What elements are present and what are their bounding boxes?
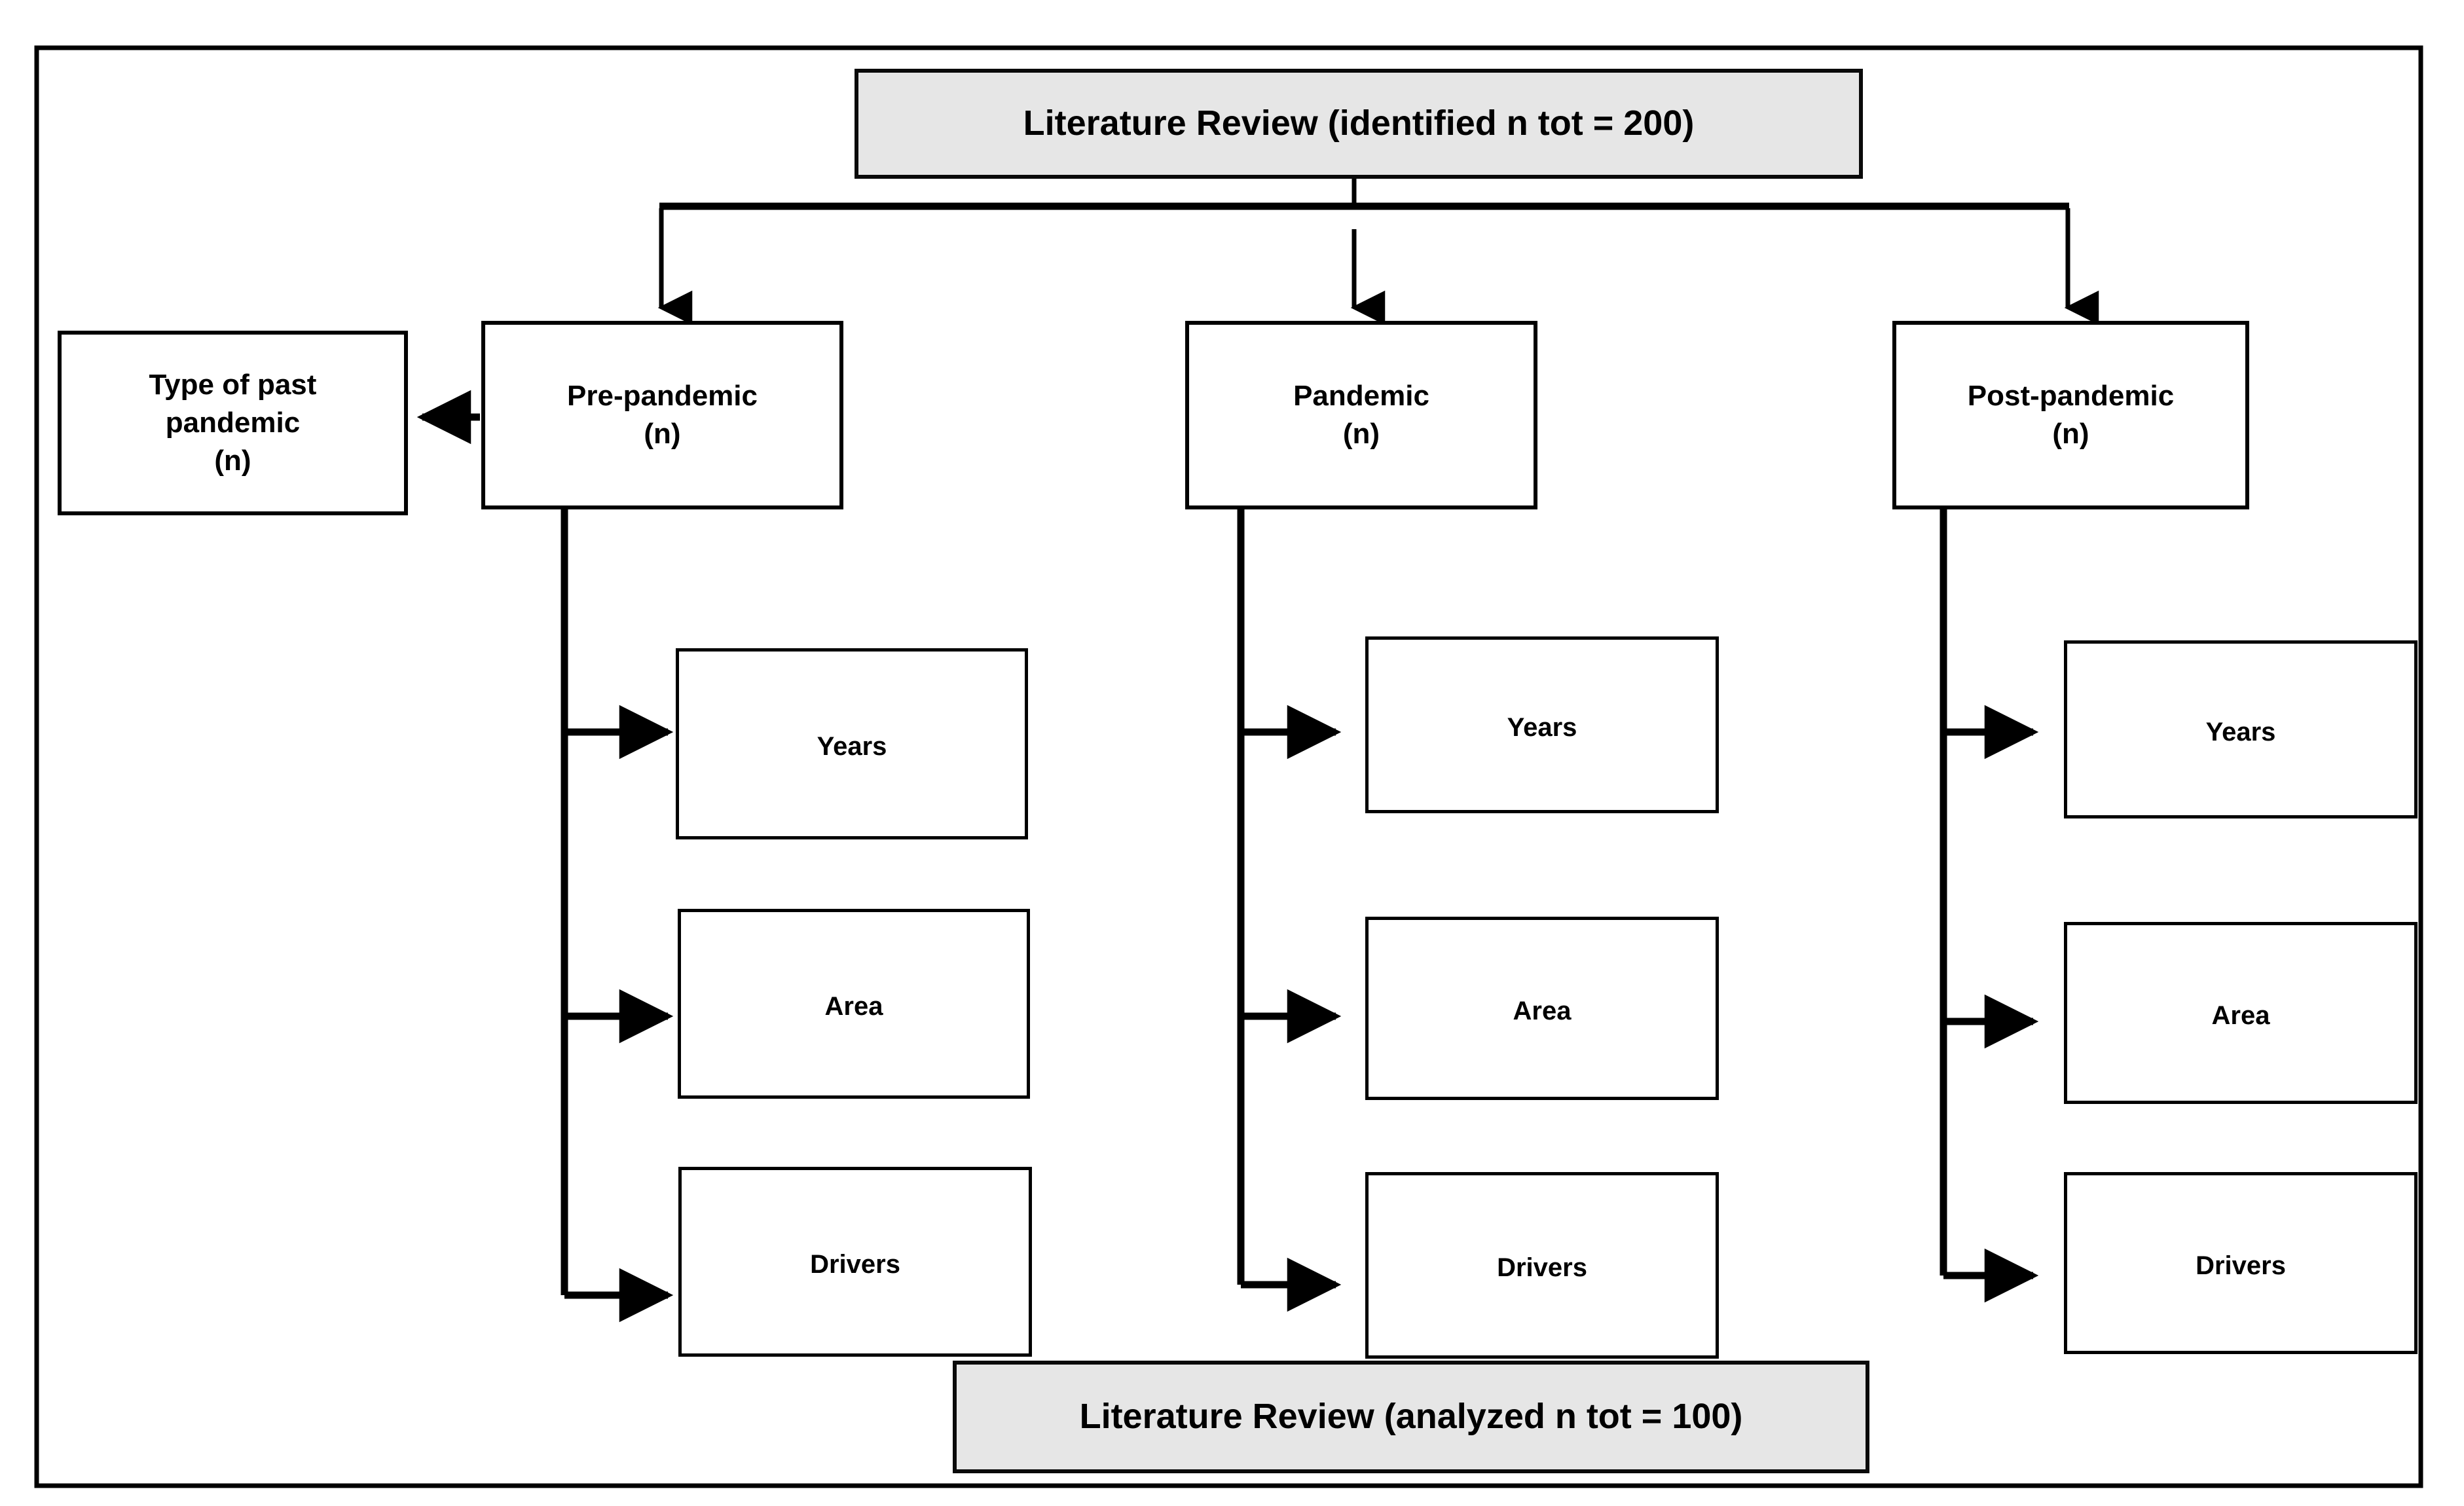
- facet-label-pandemic-drivers: Drivers: [1497, 1253, 1587, 1283]
- facet-label-pandemic-years: Years: [1507, 712, 1577, 742]
- facet-label-pandemic-area: Area: [1513, 996, 1572, 1025]
- facet-node-pandemic-years: Years: [1365, 636, 1719, 813]
- figure-outer-frame: [34, 45, 2423, 1488]
- facet-node-pandemic-drivers: Drivers: [1365, 1172, 1719, 1359]
- facet-node-post-pandemic-drivers: Drivers: [2064, 1172, 2418, 1354]
- facet-node-post-pandemic-area: Area: [2064, 922, 2418, 1104]
- top-banner-label: Literature Review (identified n tot = 20…: [1023, 103, 1695, 143]
- top-banner-node: Literature Review (identified n tot = 20…: [855, 69, 1863, 179]
- phase-label-post-pandemic: Post-pandemic (n): [1967, 379, 2175, 450]
- facet-node-pandemic-area: Area: [1365, 917, 1719, 1100]
- type-of-past-pandemic-node: Type of past pandemic (n): [58, 331, 408, 515]
- phase-label-pandemic: Pandemic (n): [1293, 379, 1429, 450]
- type-of-past-pandemic-label: Type of past pandemic (n): [149, 368, 317, 477]
- bottom-banner-label: Literature Review (analyzed n tot = 100): [1079, 1397, 1743, 1437]
- facet-label-post-pandemic-drivers: Drivers: [2196, 1251, 2286, 1280]
- facet-label-pre-pandemic-years: Years: [817, 731, 887, 761]
- facet-node-pre-pandemic-drivers: Drivers: [678, 1167, 1032, 1357]
- facet-label-post-pandemic-years: Years: [2205, 717, 2276, 746]
- facet-node-post-pandemic-years: Years: [2064, 640, 2418, 818]
- phase-node-pandemic: Pandemic (n): [1185, 321, 1537, 509]
- facet-label-pre-pandemic-area: Area: [824, 991, 883, 1021]
- facet-node-pre-pandemic-area: Area: [678, 909, 1030, 1099]
- facet-label-pre-pandemic-drivers: Drivers: [810, 1249, 900, 1279]
- bottom-banner-node: Literature Review (analyzed n tot = 100): [953, 1361, 1869, 1473]
- phase-node-pre-pandemic: Pre-pandemic (n): [481, 321, 843, 509]
- facet-label-post-pandemic-area: Area: [2211, 1001, 2270, 1030]
- phase-label-pre-pandemic: Pre-pandemic (n): [567, 379, 758, 450]
- facet-node-pre-pandemic-years: Years: [676, 648, 1028, 839]
- phase-node-post-pandemic: Post-pandemic (n): [1892, 321, 2249, 509]
